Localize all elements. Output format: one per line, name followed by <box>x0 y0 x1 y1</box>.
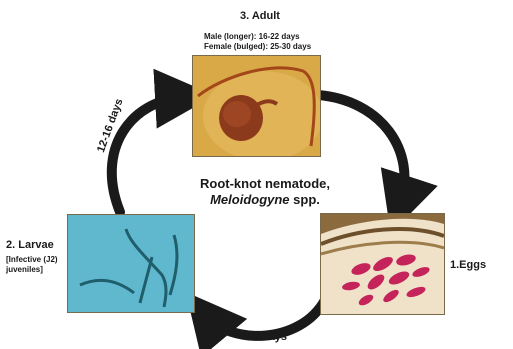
center-genus: Meloidogyne <box>210 192 289 207</box>
center-caption: Root-knot nematode, Meloidogyne spp. <box>190 176 340 208</box>
adult-title: 3. Adult <box>240 10 280 22</box>
eggs-to-larvae-duration: 4-6 days <box>243 331 287 343</box>
eggs-title: 1.Eggs <box>450 259 486 271</box>
center-line2: Meloidogyne spp. <box>190 192 340 208</box>
adult-nematode-image <box>192 55 321 157</box>
adult-female-duration: Female (bulged): 25-30 days <box>204 42 311 52</box>
center-suffix: spp. <box>290 192 320 207</box>
larvae-title: 2. Larvae <box>6 239 54 251</box>
center-line1: Root-knot nematode, <box>190 176 340 192</box>
adult-male-duration: Male (longer): 16-22 days <box>204 32 300 42</box>
larvae-image <box>67 214 195 313</box>
larvae-sub1: [Infective (J2) <box>6 255 58 265</box>
eggs-image <box>320 213 445 315</box>
arrow-larvae-to-adult <box>112 97 185 212</box>
larvae-sub2: juveniles] <box>6 265 43 275</box>
